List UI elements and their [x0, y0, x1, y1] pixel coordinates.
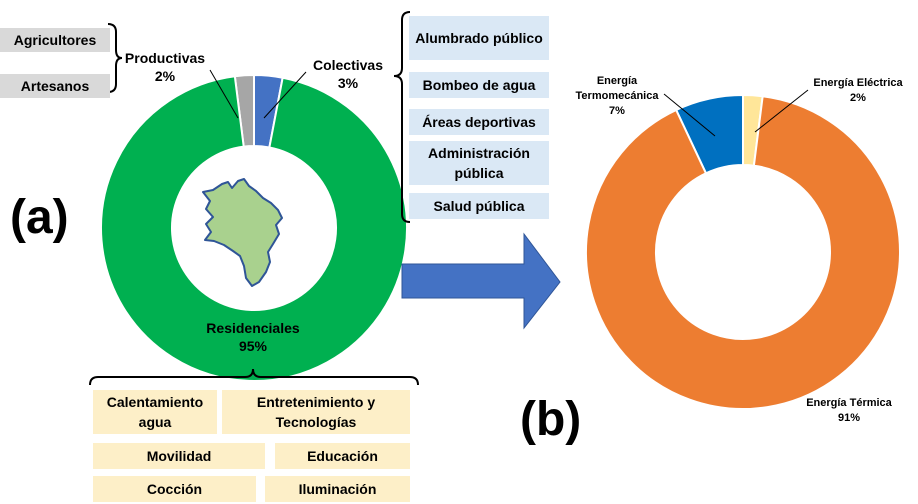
- label-termomecanica-name-1: Energía: [596, 75, 638, 87]
- arrow-right: [401, 232, 561, 330]
- label-termica-value: 91%: [837, 412, 861, 424]
- label-colectivas-name: Colectivas: [312, 57, 384, 73]
- label-productivas-name: Productivas: [124, 50, 206, 66]
- residenciales-item-educacion: Educación: [275, 443, 410, 469]
- leader-productivas: [209, 69, 239, 119]
- leader-termomecanica: [663, 93, 716, 137]
- productivas-item-artesanos: Artesanos: [0, 74, 110, 98]
- colectivas-item-salud: Salud pública: [409, 193, 549, 219]
- panel-label-b: (b): [520, 393, 582, 446]
- label-electrica-name: Energía Eléctrica: [813, 77, 903, 89]
- label-productivas: Productivas 2%: [120, 49, 210, 85]
- colectivas-item-areas: Áreas deportivas: [409, 109, 549, 135]
- label-colectivas-value: 3%: [337, 75, 359, 91]
- brace-productivas: [107, 23, 123, 93]
- residenciales-item-iluminacion: Iluminación: [265, 476, 410, 502]
- brace-residenciales: [89, 368, 419, 386]
- donut-chart-b: [585, 93, 901, 410]
- residenciales-item-coccion: Cocción: [93, 476, 256, 502]
- label-residenciales-name: Residenciales: [206, 320, 300, 336]
- label-colectivas: Colectivas 3%: [303, 56, 393, 92]
- productivas-item-agricultores: Agricultores: [0, 28, 110, 52]
- panel-label-a: (a): [10, 191, 69, 244]
- label-electrica: Energía Eléctrica 2%: [808, 76, 908, 106]
- colectivas-item-alumbrado: Alumbrado público: [409, 16, 549, 60]
- colectivas-item-administracion: Administración pública: [409, 141, 549, 185]
- leader-electrica: [754, 89, 809, 133]
- label-termomecanica-name-2: Termomecánica: [575, 90, 659, 102]
- slice-energía-térmica: [585, 95, 901, 410]
- label-termica: Energía Térmica 91%: [800, 396, 898, 426]
- brace-colectivas: [393, 11, 411, 223]
- label-productivas-value: 2%: [154, 68, 176, 84]
- donut-chart-a: [100, 73, 408, 382]
- label-termica-name: Energía Térmica: [806, 397, 892, 409]
- residenciales-item-entretenimiento: Entretenimiento y Tecnologías: [222, 390, 410, 434]
- label-residenciales-value: 95%: [238, 338, 268, 354]
- slice-residenciales: [100, 75, 408, 382]
- label-residenciales: Residenciales 95%: [183, 319, 323, 355]
- label-electrica-value: 2%: [850, 92, 866, 104]
- leader-colectivas: [263, 71, 307, 119]
- label-termomecanica-value: 7%: [609, 105, 625, 117]
- colectivas-item-bombeo: Bombeo de agua: [409, 72, 549, 98]
- residenciales-item-movilidad: Movilidad: [93, 443, 265, 469]
- label-termomecanica: Energía Termomecánica 7%: [568, 74, 666, 119]
- residenciales-item-calentamiento: Calentamiento agua: [93, 390, 217, 434]
- region-map: [202, 178, 283, 287]
